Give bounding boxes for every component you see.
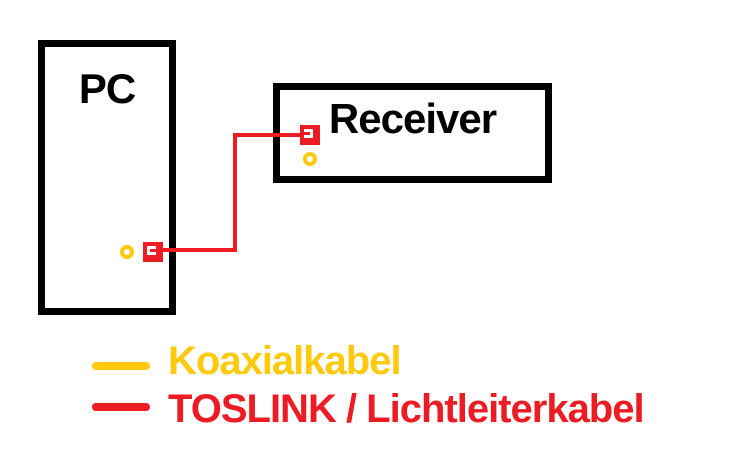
legend-label-koaxialkabel: Koaxialkabel (168, 339, 402, 383)
receiver-toslink-port-icon (300, 125, 320, 145)
toslink-slot-icon (304, 132, 308, 135)
toslink-hole-icon (150, 249, 153, 252)
legend-label-toslink: TOSLINK / Lichtleiterkabel (168, 387, 645, 431)
pc-coaxial-port-icon (120, 245, 134, 259)
toslink-slot-icon (152, 249, 156, 252)
coaxial-swatch-icon (92, 362, 150, 370)
receiver-box: Receiver (273, 83, 552, 183)
pc-toslink-port-icon (143, 242, 163, 262)
pc-box: PC (38, 40, 176, 315)
pc-label: PC (78, 65, 136, 112)
receiver-label: Receiver (328, 95, 497, 142)
toslink-swatch-icon (92, 403, 150, 411)
receiver-coaxial-port-icon (303, 152, 317, 166)
